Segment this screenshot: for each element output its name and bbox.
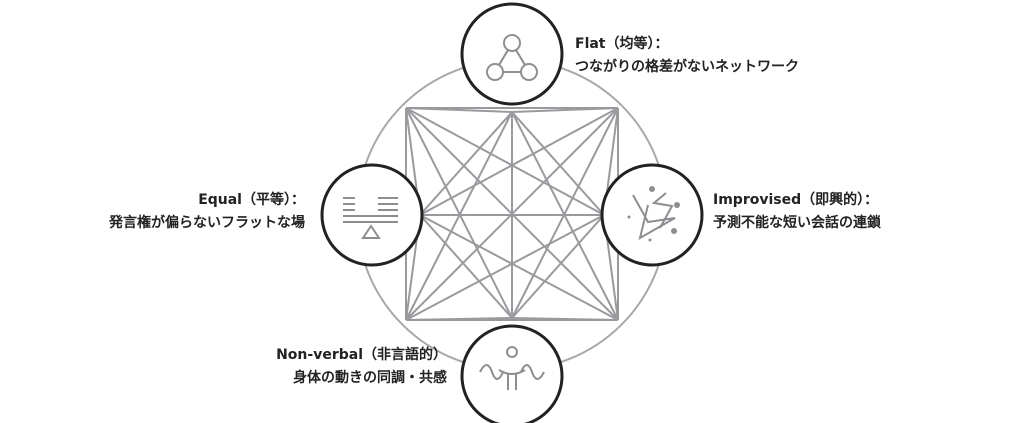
nonverbal-title: Non-verbal（非言語的） xyxy=(276,347,447,363)
node-flat xyxy=(460,2,564,106)
mesh-line xyxy=(405,107,513,113)
label-improvised: Improvised（即興的）： 予測不能な短い会話の連鎖 xyxy=(713,189,881,235)
mesh-line xyxy=(511,107,619,113)
mesh-line xyxy=(405,107,513,319)
network-triangle-icon xyxy=(486,34,538,81)
equal-desc: 発言権が偏らないフラットな場 xyxy=(109,215,305,231)
nonverbal-desc: 身体の動きの同調・共感 xyxy=(293,370,447,386)
mesh-line xyxy=(405,214,605,321)
label-nonverbal: Non-verbal（非言語的） 身体の動きの同調・共感 xyxy=(276,344,447,390)
connection-mesh xyxy=(405,107,619,321)
flat-title: Flat（均等）： xyxy=(575,36,669,52)
improvised-title: Improvised（即興的）： xyxy=(713,192,879,208)
mesh-line xyxy=(405,317,513,321)
mesh-line xyxy=(405,107,605,216)
mesh-line xyxy=(511,111,605,216)
person-waves-icon xyxy=(479,346,545,390)
mesh-line xyxy=(419,111,513,216)
mesh-line xyxy=(419,214,619,321)
improvised-desc: 予測不能な短い会話の連鎖 xyxy=(713,215,881,231)
mesh-line xyxy=(511,214,605,319)
balance-lines-icon xyxy=(343,197,398,239)
equal-title: Equal（平等）： xyxy=(198,192,305,208)
node-equal xyxy=(320,163,424,267)
scribble-sparks-icon xyxy=(627,186,680,242)
flat-desc: つながりの格差がないネットワーク xyxy=(575,59,799,75)
label-flat: Flat（均等）： つながりの格差がないネットワーク xyxy=(575,33,799,79)
label-equal: Equal（平等）： 発言権が偏らないフラットな場 xyxy=(109,189,305,235)
node-improvised xyxy=(600,163,704,267)
mesh-line xyxy=(419,107,619,216)
node-nonverbal xyxy=(460,324,564,423)
mesh-line xyxy=(511,317,619,321)
mesh-line xyxy=(419,214,513,319)
mesh-line xyxy=(511,107,619,319)
